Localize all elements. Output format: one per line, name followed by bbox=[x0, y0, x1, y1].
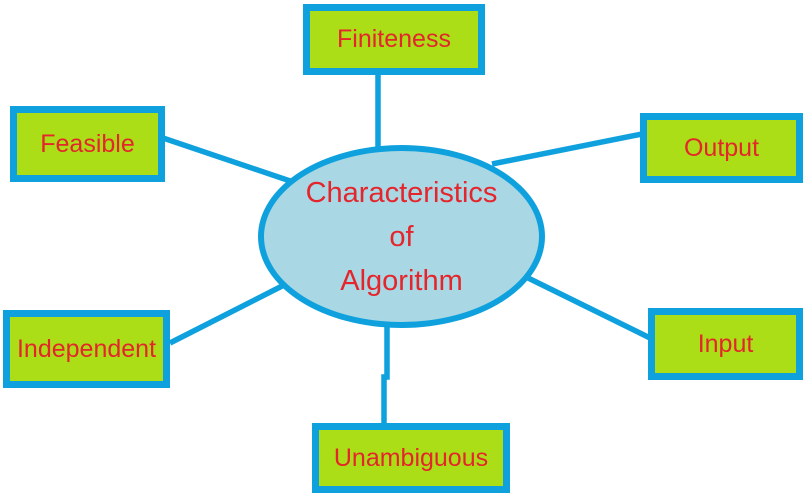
node-output: Output bbox=[640, 113, 803, 183]
connector-unambiguous bbox=[381, 320, 390, 424]
connector-output bbox=[491, 131, 643, 167]
center-title-line-3: Algorithm bbox=[340, 264, 463, 297]
node-finiteness: Finiteness bbox=[303, 4, 485, 75]
node-finiteness-label: Finiteness bbox=[337, 25, 451, 53]
center-title-line-1: Characteristics bbox=[305, 176, 498, 209]
node-feasible: Feasible bbox=[10, 106, 165, 182]
connector-input bbox=[518, 271, 652, 341]
node-feasible-label: Feasible bbox=[40, 129, 135, 158]
node-unambiguous: Unambiguous bbox=[312, 423, 510, 493]
node-output-label: Output bbox=[683, 133, 760, 162]
center-node-ellipse: Characteristics of Algorithm bbox=[258, 145, 545, 328]
node-independent-label: Independent bbox=[16, 334, 157, 363]
connector-feasible bbox=[162, 135, 306, 189]
connector-independent bbox=[168, 280, 290, 346]
node-unambiguous-label: Unambiguous bbox=[333, 443, 489, 472]
center-title-line-2: of bbox=[389, 220, 414, 253]
node-independent: Independent bbox=[3, 310, 170, 388]
node-input: Input bbox=[648, 308, 803, 380]
node-input-label: Input bbox=[697, 329, 754, 358]
